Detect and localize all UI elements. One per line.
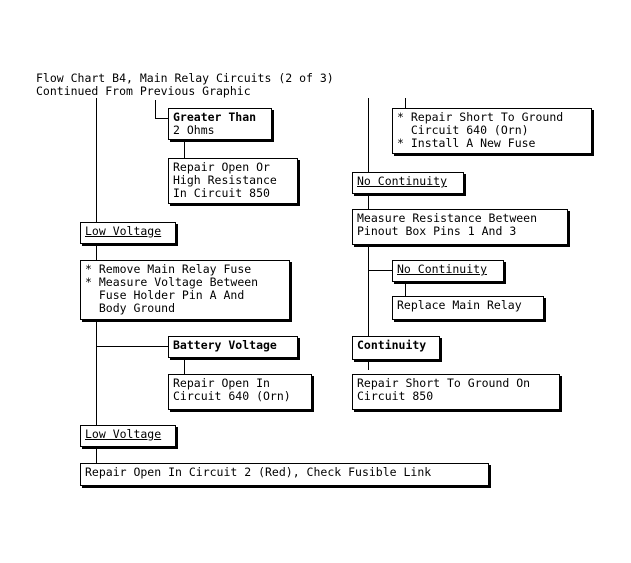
replace-main-relay-box: Replace Main Relay bbox=[392, 296, 544, 320]
no-continuity-box-2: No Continuity bbox=[392, 260, 504, 282]
greater-than-branch bbox=[155, 118, 170, 119]
continuity-box: Continuity bbox=[352, 336, 440, 360]
measure-resistance-box: Measure Resistance Between Pinout Box Pi… bbox=[352, 209, 568, 245]
top-right-connector bbox=[405, 98, 406, 108]
repair-circuit-850-box: Repair Open Or High Resistance In Circui… bbox=[168, 158, 298, 204]
flowchart-subtitle: Continued From Previous Graphic bbox=[36, 84, 251, 98]
battery-voltage-box: Battery Voltage bbox=[168, 336, 298, 358]
repair-short-box: * Repair Short To Ground Circuit 640 (Or… bbox=[392, 108, 592, 154]
low-voltage-box-2: Low Voltage bbox=[80, 425, 176, 447]
greater-than-box: Greater Than 2 Ohms bbox=[168, 108, 272, 140]
greater-than-connector bbox=[155, 100, 156, 118]
repair-short-850-box: Repair Short To Ground On Circuit 850 bbox=[352, 374, 560, 410]
battery-voltage-branch bbox=[96, 346, 170, 347]
repair-circuit-640-box: Repair Open In Circuit 640 (Orn) bbox=[168, 374, 312, 410]
no-continuity-branch bbox=[368, 270, 392, 271]
repair-640-connector bbox=[184, 358, 185, 374]
repair-850-connector bbox=[184, 140, 185, 158]
repair-circuit-2-box: Repair Open In Circuit 2 (Red), Check Fu… bbox=[80, 463, 489, 486]
flowchart-title: Flow Chart B4, Main Relay Circuits (2 of… bbox=[36, 71, 334, 85]
low-voltage-box-1: Low Voltage bbox=[80, 222, 176, 244]
replace-relay-connector bbox=[405, 280, 406, 296]
greater-than-value: 2 Ohms bbox=[173, 123, 215, 137]
no-continuity-box-1: No Continuity bbox=[352, 172, 464, 194]
greater-than-label: Greater Than bbox=[173, 110, 257, 124]
measure-voltage-box: * Remove Main Relay Fuse * Measure Volta… bbox=[80, 260, 290, 320]
flowchart-title-block: Flow Chart B4, Main Relay Circuits (2 of… bbox=[36, 72, 334, 98]
